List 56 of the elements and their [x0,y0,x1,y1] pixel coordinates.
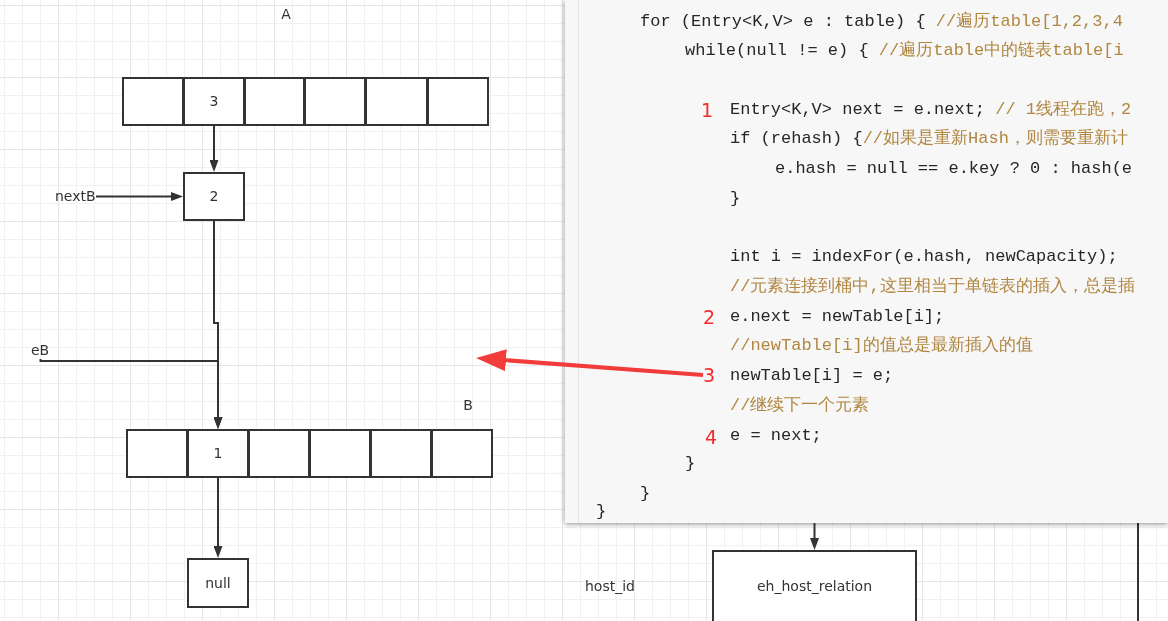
array-cell [365,77,428,126]
table-name: eh_host_relation [756,578,873,595]
array-cell [126,429,188,478]
code-comment: //遍历table中的链表table[i [878,41,1124,60]
step-number: 3 [703,364,716,386]
array-cell [183,77,245,126]
list-node-box [183,172,245,221]
step-number: 2 [702,306,716,328]
code-line: newTable[i] = e; [730,366,894,385]
array-cell [309,429,371,478]
step-number: 1 [700,99,714,121]
pointer-label: nextB [55,188,96,205]
arrow [39,358,223,429]
field-label: host_id [585,577,635,595]
code-line: } [596,502,607,521]
code-line: e = next; [730,426,822,445]
code-line: } [685,454,696,473]
code-panel [565,0,1168,523]
code-comment: // 1线程在跑，2 [995,100,1132,119]
cell-value: 1 [213,445,223,462]
arrow [209,125,219,172]
code-line: if (rehash) { [730,129,863,148]
list-node-box [187,558,249,608]
array-cell [427,77,489,126]
code-comment: //newTable[i]的值总是最新插入的值 [730,336,1033,355]
array-cell [248,429,310,478]
code-line: } [640,484,651,503]
code-line: while(null != e) { [685,41,869,60]
array-cell [304,77,366,126]
code-line: e.next = newTable[i]; [730,307,945,326]
arrow [476,349,704,377]
code-line: for (Entry<K,V> e : table) { [640,12,926,31]
array-cell [431,429,493,478]
arrow [810,522,819,550]
code-comment: //元素连接到桶中,这里相当于单链表的插入，总是插 [730,277,1135,296]
code-comment: //如果是重新Hash，则需要重新计 [862,129,1128,148]
code-line: Entry<K,V> next = e.next; [730,100,986,119]
code-line: int i = indexFor(e.hash, newCapacity); [730,247,1118,266]
node-value: 2 [209,188,219,205]
arrow [213,477,223,558]
pointer-label: eB [31,342,50,359]
array-cell [244,77,305,126]
array-cell [122,77,184,126]
arrow [95,192,183,201]
code-comment: //继续下一个元素 [730,396,870,415]
array-cell [370,429,432,478]
array-label: A [281,5,291,23]
node-value: null [205,574,231,592]
array-cell [187,429,249,478]
array-label: B [463,396,473,414]
code-comment: //遍历table[1,2,3,4 [935,12,1123,31]
code-line: } [730,189,741,208]
cell-value: 3 [209,93,219,110]
step-number: 4 [704,426,718,448]
table-box [712,550,917,621]
code-line: e.hash = null == e.key ? 0 : hash(e [775,159,1133,178]
